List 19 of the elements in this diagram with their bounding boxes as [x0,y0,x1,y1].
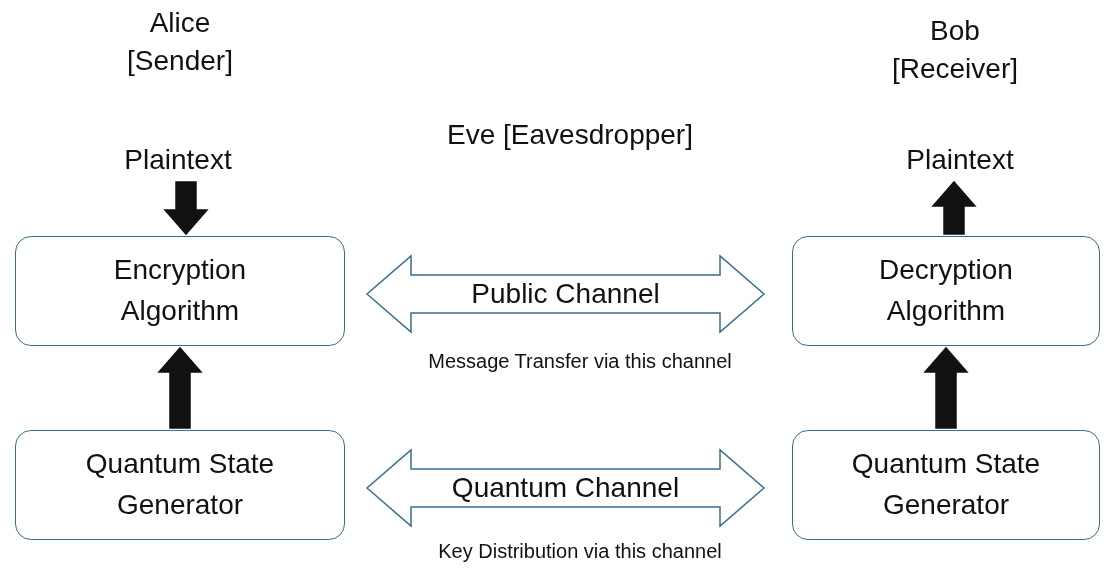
block-arrow [163,181,209,236]
block-arrow [157,346,203,429]
process-box [792,430,1100,540]
text-label: Message Transfer via this channel [427,349,733,374]
process-box [15,430,345,540]
node-label: Encryption Algorithm [112,253,248,328]
block-arrow [931,180,977,235]
text-label: Plaintext [882,140,1038,180]
node-label: Decryption Algorithm [878,253,1014,328]
text-label: Alice [Sender] [126,6,234,78]
process-box [792,236,1100,346]
node-label: Quantum State Generator [850,447,1042,522]
block-arrow [923,346,969,429]
text-label: Plaintext [100,140,256,180]
text-label: Bob [Receiver] [890,14,1019,86]
process-box [15,236,345,346]
node-label: Quantum State Generator [84,447,276,522]
text-label: Eve [Eavesdropper] [446,118,694,152]
text-label: Key Distribution via this channel [437,539,723,564]
